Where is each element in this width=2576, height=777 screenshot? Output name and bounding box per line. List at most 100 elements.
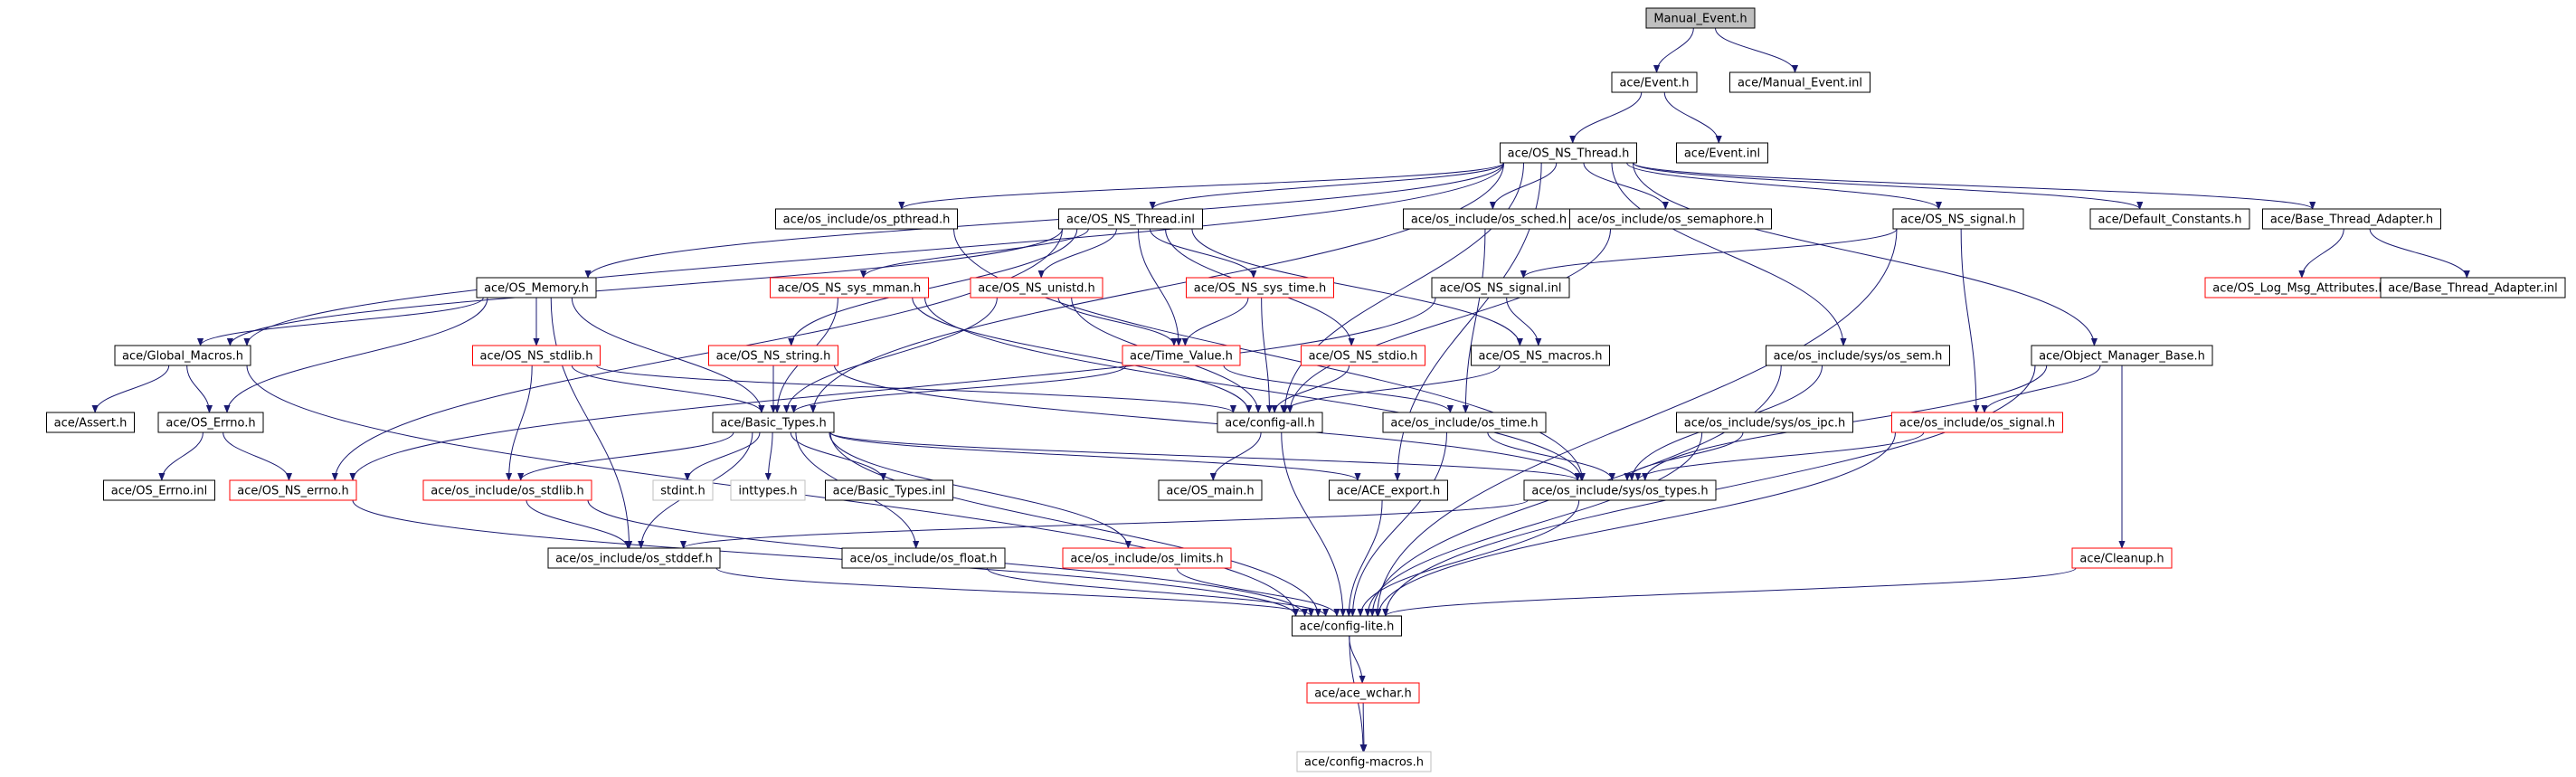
graph-node[interactable]: ace/OS_Errno.inl [103,479,215,501]
graph-node[interactable]: ace/Basic_Types.h [712,412,835,433]
node-box [1186,277,1334,298]
graph-node[interactable]: ace/OS_NS_signal.inl [1431,277,1570,298]
node-box [2380,277,2566,298]
node-label: ace/OS_NS_signal.h [1900,213,2016,227]
graph-node[interactable]: ace/config-lite.h [1292,615,1402,637]
graph-node[interactable]: ace/os_include/sys/os_ipc.h [1676,412,1853,433]
edge-n43-n44 [680,499,1529,549]
edge-n21-n30 [571,365,765,413]
graph-node[interactable]: ace/OS_Errno.h [157,412,264,433]
graph-node[interactable]: ace/os_include/os_signal.h [1891,412,2063,433]
node-label: ace/os_include/sys/os_ipc.h [1684,417,1845,431]
graph-node[interactable]: ace/Base_Thread_Adapter.inl [2380,277,2566,298]
edge-n10-n48 [1374,228,1898,617]
graph-node[interactable]: ace/os_include/sys/os_sem.h [1766,345,1950,366]
graph-node[interactable]: ace/Default_Constants.h [2089,208,2250,230]
edge-n25-n31 [1280,365,1501,413]
node-box [1217,412,1323,433]
edge-n42-n48 [1345,499,1383,617]
edge-n30-n46 [829,431,1132,549]
graph-node[interactable]: ace/OS_NS_sys_mman.h [770,277,929,298]
graph-node[interactable]: ace/OS_NS_errno.h [229,479,357,501]
node-label: ace/ACE_export.h [1337,485,1440,498]
graph-node[interactable]: ace/config-all.h [1217,412,1323,433]
edge-n4-n6 [898,162,1504,210]
graph-node[interactable]: ace/OS_NS_signal.h [1892,208,2024,230]
node-box [1471,345,1610,366]
edge-n21-n37 [506,365,533,481]
graph-node[interactable]: ace/ace_wchar.h [1306,682,1420,704]
graph-node[interactable]: ace/os_include/os_sched.h [1403,208,1575,230]
node-label: ace/os_include/os_float.h [849,553,997,566]
node-box [652,479,714,501]
graph-node[interactable]: ace/Global_Macros.h [114,345,251,366]
node-box [1296,751,1432,772]
graph-node[interactable]: ace/Base_Thread_Adapter.h [2262,208,2441,230]
graph-node[interactable]: ace/os_include/os_stddef.h [547,547,721,569]
graph-node[interactable]: ace/Basic_Types.inl [825,479,953,501]
graph-node[interactable]: ace/os_include/os_float.h [841,547,1006,569]
node-label: ace/Basic_Types.inl [833,485,946,498]
node-label: ace/OS_main.h [1166,485,1254,498]
edge-n47-n48 [1382,567,2077,617]
graph-node[interactable]: ace/os_include/os_stdlib.h [422,479,592,501]
node-layer: Manual_Event.h ace/Event.h ace/Manual_Even… [46,7,2566,772]
graph-node[interactable]: ace/OS_NS_Thread.h [1500,142,1637,164]
graph-node[interactable]: ace/OS_main.h [1158,479,1263,501]
graph-node[interactable]: ace/OS_Log_Msg_Attributes.h [2204,277,2394,298]
node-box [229,479,357,501]
graph-node[interactable]: ace/config-macros.h [1296,751,1432,772]
graph-node[interactable]: ace/Event.h [1611,71,1698,93]
graph-node[interactable]: ace/OS_NS_unistd.h [970,277,1103,298]
graph-node[interactable]: ace/os_include/os_time.h [1382,412,1547,433]
node-label: inttypes.h [738,485,797,498]
edge-n17-n25 [1506,297,1542,346]
edge-n44-n48 [715,567,1314,617]
graph-node[interactable]: ace/OS_NS_sys_time.h [1186,277,1334,298]
edge-n49-n50 [1360,702,1368,753]
node-label: ace/Event.h [1619,77,1689,90]
graph-node[interactable]: ace/Assert.h [46,412,135,433]
node-box [422,479,592,501]
edge-n20-n29 [186,365,213,413]
node-label: ace/config-macros.h [1304,756,1424,770]
graph-node[interactable]: ace/OS_NS_macros.h [1471,345,1610,366]
graph-node[interactable]: stdint.h [652,479,714,501]
node-box [1729,71,1870,93]
graph-node[interactable]: ace/OS_NS_stdlib.h [472,345,601,366]
graph-node[interactable]: ace/os_include/os_pthread.h [775,208,958,230]
graph-node[interactable]: ace/os_include/os_limits.h [1062,547,1232,569]
node-label: ace/OS_NS_errno.h [237,485,349,498]
node-box [1122,345,1241,366]
graph-node: Manual_Event.h [1645,7,1756,29]
node-label: ace/os_include/os_sched.h [1411,213,1567,227]
node-label: ace/Event.inl [1684,147,1760,161]
graph-node[interactable]: ace/OS_NS_string.h [708,345,838,366]
node-label: stdint.h [660,485,705,498]
edge-n4-n26 [1611,162,1847,346]
graph-node[interactable]: inttypes.h [730,479,806,501]
edge-n4-n27 [1633,162,2098,346]
graph-node[interactable]: ace/OS_NS_stdio.h [1301,345,1425,366]
graph-node[interactable]: ace/Object_Manager_Base.h [2031,345,2213,366]
graph-node[interactable]: ace/os_include/sys/os_types.h [1523,479,1717,501]
edge-n30-n42 [829,431,1361,481]
graph-node[interactable]: ace/Time_Value.h [1122,345,1241,366]
node-box [2262,208,2441,230]
edge-n20-n28 [91,365,170,413]
graph-node[interactable]: ace/Manual_Event.inl [1729,71,1870,93]
edge-n8-n32 [1462,228,1486,413]
graph-node[interactable]: ace/OS_NS_Thread.inl [1058,208,1203,230]
graph-node[interactable]: ace/Cleanup.h [2071,547,2173,569]
node-label: ace/Cleanup.h [2079,553,2164,566]
graph-node[interactable]: ace/Event.inl [1676,142,1768,164]
graph-node[interactable]: ace/os_include/os_semaphore.h [1569,208,1772,230]
node-label: ace/Object_Manager_Base.h [2039,350,2205,364]
graph-node[interactable]: ace/OS_Memory.h [476,277,597,298]
node-box [1431,277,1570,298]
edge-n1-n3 [1715,27,1799,73]
graph-node[interactable]: ace/ACE_export.h [1329,479,1448,501]
node-box [1645,7,1756,29]
edge-n14-n43 [924,297,1585,481]
